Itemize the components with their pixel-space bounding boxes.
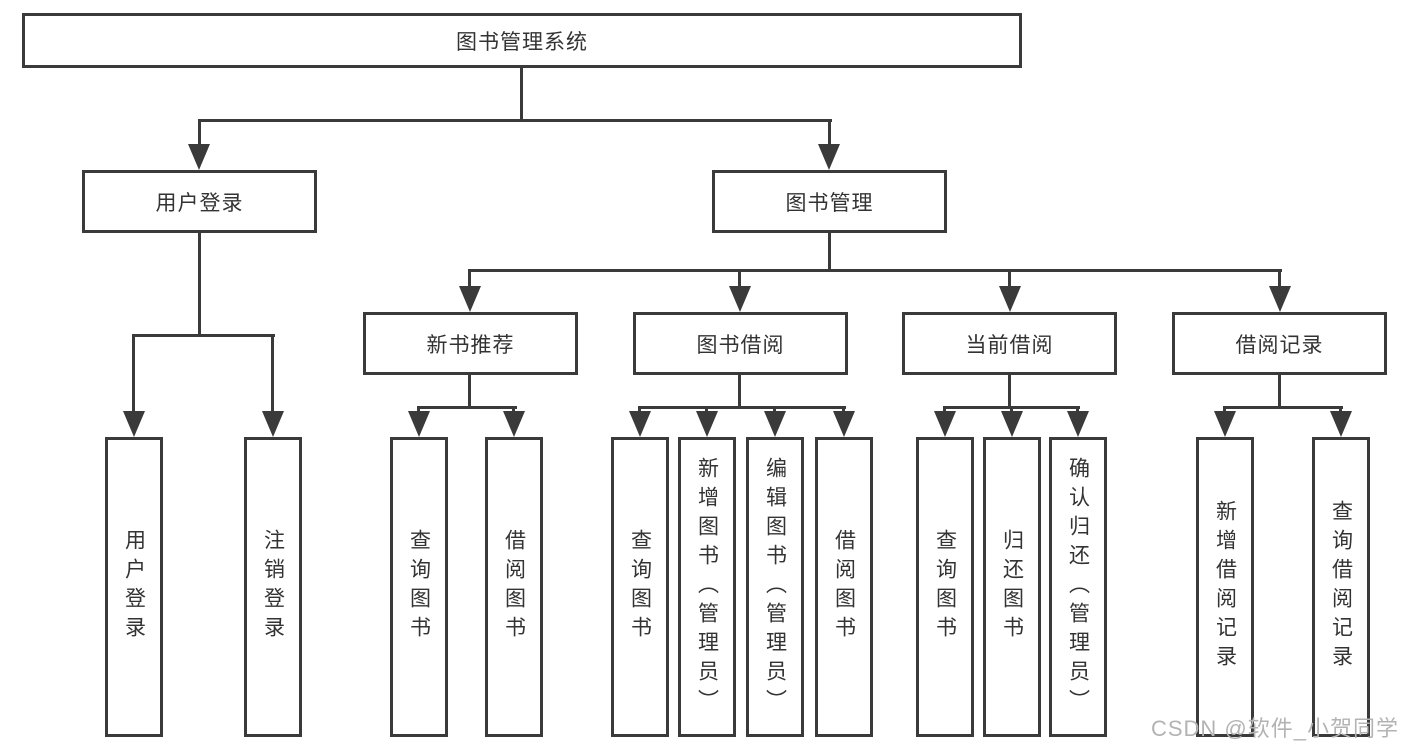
leaf-borrow-books: 借阅图书: [815, 437, 873, 737]
arrow-head-icon: [408, 411, 430, 437]
csdn-watermark: CSDN @软件_小贺同学: [1150, 716, 1399, 741]
connector-line: [1278, 269, 1281, 289]
arrow-head-icon: [1214, 411, 1236, 437]
arrow-head-icon: [764, 411, 786, 437]
leaf-query-borrow-record: 查询借阅记录: [1312, 437, 1370, 737]
node-library-management-system: 图书管理系统: [22, 13, 1022, 68]
connector-line: [468, 269, 1282, 272]
connector-line: [828, 233, 831, 272]
leaf-label: 新增图书（管理员）: [695, 456, 719, 718]
arrow-head-icon: [696, 411, 718, 437]
leaf-label: 查询借阅记录: [1329, 500, 1353, 674]
leaf-query-books: 查询图书: [390, 437, 448, 737]
leaf-query-books: 查询图书: [916, 437, 974, 737]
arrow-head-icon: [1067, 411, 1089, 437]
connector-line: [1076, 406, 1079, 414]
node-book-management: 图书管理: [712, 170, 947, 233]
node-label: 当前借阅: [965, 333, 1054, 357]
node-label: 图书借阅: [696, 333, 785, 357]
connector-line: [1223, 406, 1226, 414]
leaf-label: 查询图书: [933, 529, 957, 645]
connector-line: [1339, 406, 1342, 414]
arrow-head-icon: [123, 411, 145, 437]
leaf-return-books: 归还图书: [983, 437, 1041, 737]
leaf-edit-books-admin: 编辑图书（管理员）: [746, 437, 804, 737]
leaf-add-borrow-record: 新增借阅记录: [1196, 437, 1254, 737]
connector-line: [828, 119, 831, 147]
leaf-label: 归还图书: [1000, 529, 1024, 645]
connector-line: [1008, 375, 1011, 409]
connector-line: [132, 334, 135, 414]
arrow-head-icon: [188, 144, 210, 170]
leaf-borrow-books: 借阅图书: [485, 437, 543, 737]
node-new-book-recommendation: 新书推荐: [363, 312, 578, 375]
connector-line: [198, 119, 832, 122]
arrow-head-icon: [999, 286, 1021, 312]
leaf-label: 查询图书: [407, 529, 431, 645]
connector-line: [638, 406, 846, 409]
node-borrowing-records: 借阅记录: [1172, 312, 1387, 375]
leaf-user-login: 用户登录: [105, 437, 163, 737]
arrow-head-icon: [833, 411, 855, 437]
connector-line: [738, 375, 741, 409]
node-user-login: 用户登录: [82, 170, 317, 233]
connector-line: [842, 406, 845, 414]
node-label: 图书管理: [785, 191, 874, 215]
node-current-borrowing: 当前借阅: [902, 312, 1117, 375]
connector-line: [738, 269, 741, 289]
connector-line: [638, 406, 641, 414]
leaf-label: 新增借阅记录: [1213, 500, 1237, 674]
node-book-borrowing: 图书借阅: [633, 312, 848, 375]
leaf-label: 注销登录: [261, 529, 285, 645]
arrow-head-icon: [459, 286, 481, 312]
leaf-label: 编辑图书（管理员）: [763, 456, 787, 718]
leaf-query-books: 查询图书: [611, 437, 669, 737]
connector-line: [773, 406, 776, 414]
node-label: 图书管理系统: [456, 30, 588, 54]
leaf-label: 查询图书: [628, 529, 652, 645]
arrow-head-icon: [262, 411, 284, 437]
connector-line: [943, 406, 946, 414]
node-label: 用户登录: [155, 191, 244, 215]
connector-line: [1278, 375, 1281, 409]
leaf-label: 借阅图书: [502, 529, 526, 645]
leaf-add-books-admin: 新增图书（管理员）: [678, 437, 736, 737]
connector-line: [512, 406, 515, 414]
connector-line: [520, 68, 523, 122]
arrow-head-icon: [1330, 411, 1352, 437]
connector-line: [705, 406, 708, 414]
connector-line: [271, 334, 274, 414]
connector-line: [468, 375, 471, 409]
arrow-head-icon: [629, 411, 651, 437]
arrow-head-icon: [1269, 286, 1291, 312]
arrow-head-icon: [503, 411, 525, 437]
connector-line: [1223, 406, 1343, 409]
leaf-label: 用户登录: [122, 529, 146, 645]
connector-line: [132, 334, 275, 337]
connector-line: [417, 406, 420, 414]
connector-line: [1008, 269, 1011, 289]
leaf-label: 借阅图书: [832, 529, 856, 645]
node-label: 新书推荐: [426, 333, 515, 357]
connector-line: [198, 119, 201, 147]
node-label: 借阅记录: [1235, 333, 1324, 357]
arrow-head-icon: [818, 144, 840, 170]
arrow-head-icon: [729, 286, 751, 312]
leaf-confirm-return-admin: 确认归还（管理员）: [1049, 437, 1107, 737]
connector-line: [468, 269, 471, 289]
arrow-head-icon: [1001, 411, 1023, 437]
connector-line: [198, 233, 201, 337]
arrow-head-icon: [934, 411, 956, 437]
leaf-logout: 注销登录: [244, 437, 302, 737]
connector-line: [417, 406, 517, 409]
leaf-label: 确认归还（管理员）: [1066, 456, 1090, 718]
connector-line: [1010, 406, 1013, 414]
